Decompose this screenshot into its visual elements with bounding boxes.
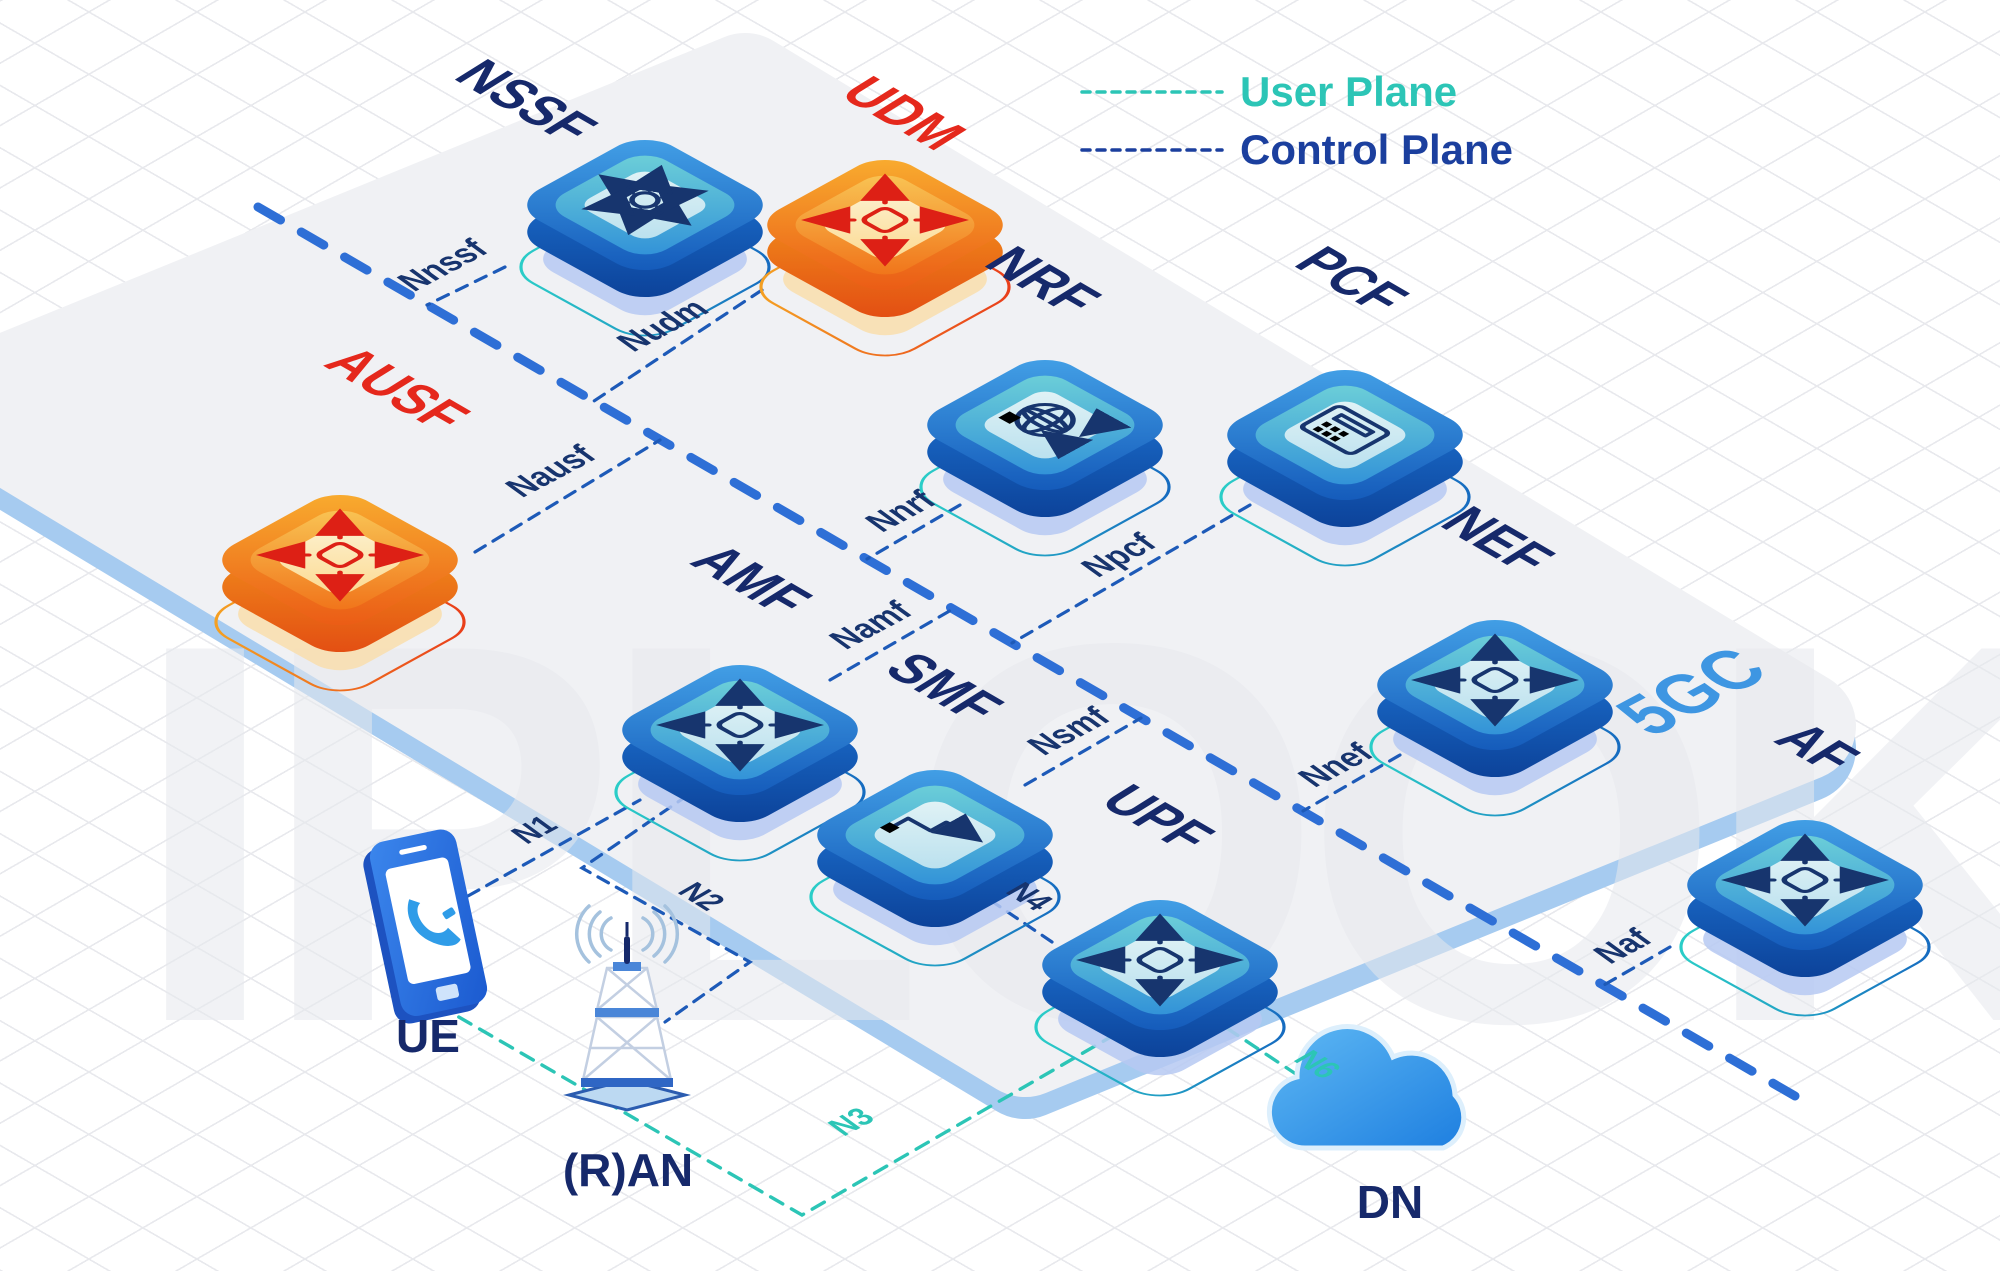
naf-connector bbox=[1602, 945, 1672, 987]
globe-download-icon bbox=[998, 403, 1132, 460]
nausf-connector bbox=[473, 438, 662, 554]
drone-arrows-icon bbox=[800, 173, 970, 267]
node-amf bbox=[596, 654, 884, 872]
control-plane-legend-label: Control Plane bbox=[1240, 126, 1513, 173]
n2-line bbox=[578, 793, 753, 1024]
nsmf-connector bbox=[1023, 716, 1143, 787]
node-upf bbox=[1016, 889, 1304, 1107]
control-plane-bus-line bbox=[253, 202, 1800, 1101]
legend: User Plane Control Plane bbox=[1080, 68, 1513, 173]
drone-arrows-icon bbox=[1075, 913, 1245, 1007]
pcf-label: PCF bbox=[1281, 239, 1421, 322]
nudm-connector bbox=[592, 288, 764, 403]
user-plane-legend-label: User Plane bbox=[1240, 68, 1457, 115]
node-pcf bbox=[1201, 359, 1489, 577]
node-nef bbox=[1351, 609, 1639, 827]
n1-line bbox=[448, 798, 642, 908]
hub-arrows-icon bbox=[581, 164, 709, 236]
dn-cloud bbox=[1266, 1024, 1467, 1151]
drone-arrows-icon bbox=[255, 508, 425, 602]
node-udm bbox=[741, 149, 1029, 367]
drone-arrows-icon bbox=[1410, 633, 1580, 727]
dn-label: DN bbox=[1357, 1176, 1423, 1228]
node-nssf bbox=[501, 129, 789, 347]
drone-arrows-icon bbox=[1720, 833, 1890, 927]
radio-waves-icon bbox=[575, 904, 679, 964]
radio-tower-icon bbox=[563, 904, 691, 1112]
node-smf bbox=[791, 759, 1079, 977]
ran-tower bbox=[563, 904, 691, 1112]
npcf-connector bbox=[1010, 503, 1252, 645]
cloud-icon bbox=[1266, 1024, 1467, 1151]
5gc-platform bbox=[0, 33, 1856, 1119]
nnssf-connector bbox=[425, 265, 507, 307]
ran-label: (R)AN bbox=[563, 1144, 693, 1196]
node-nrf bbox=[901, 349, 1189, 567]
namf-connector bbox=[828, 607, 955, 682]
nnrf-connector bbox=[865, 503, 962, 561]
nnef-connector bbox=[1301, 753, 1402, 813]
ue-label: UE bbox=[396, 1010, 460, 1062]
drone-arrows-icon bbox=[655, 678, 825, 772]
ue-device bbox=[363, 829, 488, 1024]
node-af bbox=[1661, 809, 1949, 1027]
node-ausf bbox=[196, 484, 484, 702]
smartphone-icon bbox=[363, 829, 488, 1024]
